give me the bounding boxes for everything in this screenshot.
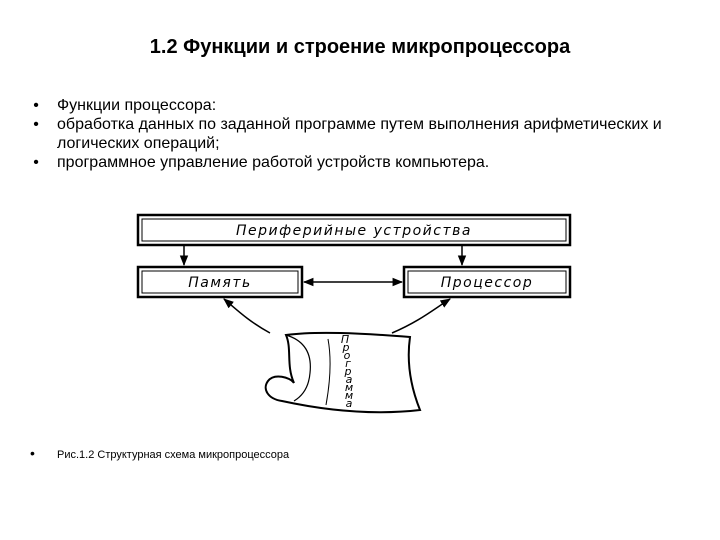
program-letter: а (346, 397, 353, 410)
bullet-item: • Функции процессора: (30, 96, 670, 115)
processor-label: Процессор (441, 275, 533, 291)
figure-caption: Рис.1.2 Структурная схема микропроцессор… (57, 449, 289, 461)
bullet-dot-icon: • (30, 153, 42, 172)
bullet-text: обработка данных по заданной программе п… (57, 116, 662, 152)
bullet-item: • программное управление работой устройс… (30, 153, 670, 172)
microprocessor-structure-diagram: Периферийные устройства Память Процессор… (120, 205, 580, 420)
memory-label: Память (188, 275, 252, 291)
program-label: П р о г р а м м а (341, 333, 353, 410)
bullet-item: • обработка данных по заданной программе… (30, 115, 670, 153)
slide-title: 1.2 Функции и строение микропроцессора (0, 36, 720, 59)
bullet-text: программное управление работой устройств… (57, 154, 489, 171)
peripherals-box: Периферийные устройства (138, 215, 570, 245)
figure-caption-row: •Рис.1.2 Структурная схема микропроцессо… (30, 446, 670, 462)
memory-box: Память (138, 267, 302, 297)
bullet-text: Функции процессора: (57, 97, 216, 114)
bullet-dot-icon: • (30, 115, 42, 134)
program-scroll-icon: П р о г р а м м а (266, 333, 420, 412)
bullet-dot-icon: • (30, 96, 42, 115)
program-to-processor-arrow (392, 299, 450, 333)
peripherals-label: Периферийные устройства (236, 223, 472, 239)
bullet-list: • Функции процессора: • обработка данных… (30, 96, 670, 172)
program-to-memory-arrow (224, 299, 270, 333)
processor-box: Процессор (404, 267, 570, 297)
bullet-dot-icon: • (30, 446, 57, 460)
